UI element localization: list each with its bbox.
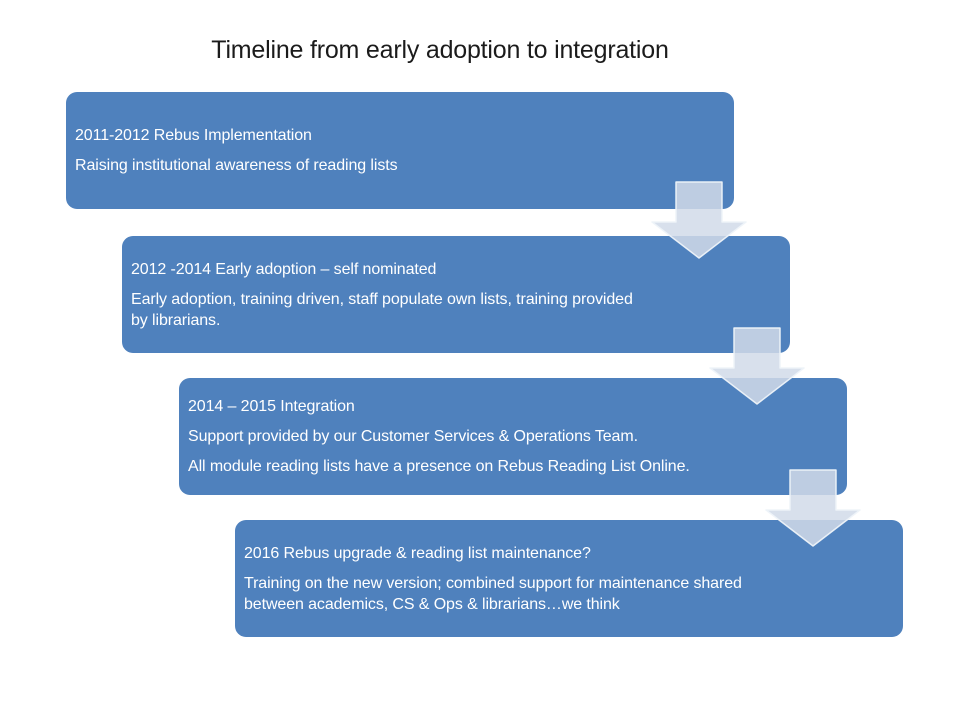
page-title: Timeline from early adoption to integrat… [211,36,669,64]
timeline-box-text: Support provided by our Customer Service… [188,428,638,445]
timeline-box-text: Raising institutional awareness of readi… [75,157,398,174]
timeline-box-text: Early adoption, training driven, staff p… [131,290,633,329]
timeline-box-heading: 2016 Rebus upgrade & reading list mainte… [244,544,591,562]
timeline-box-heading: 2014 – 2015 Integration [188,398,355,415]
timeline-box-heading: 2012 -2014 Early adoption – self nominat… [131,260,437,278]
timeline-box-2016: 2016 Rebus upgrade & reading list mainte… [235,520,903,637]
timeline-box-2014-2015: 2014 – 2015 Integration Support provided… [179,378,847,495]
timeline-box-heading: 2011-2012 Rebus Implementation [75,127,312,144]
down-arrow-icon [765,469,861,547]
timeline-box-2012-2014: 2012 -2014 Early adoption – self nominat… [122,236,790,353]
down-arrow-icon [709,327,805,405]
down-arrow-icon [651,181,747,259]
timeline-box-2011-2012: 2011-2012 Rebus Implementation Raising i… [66,92,734,209]
timeline-box-text: All module reading lists have a presence… [188,458,690,475]
timeline-box-text: Training on the new version; combined su… [244,574,742,613]
